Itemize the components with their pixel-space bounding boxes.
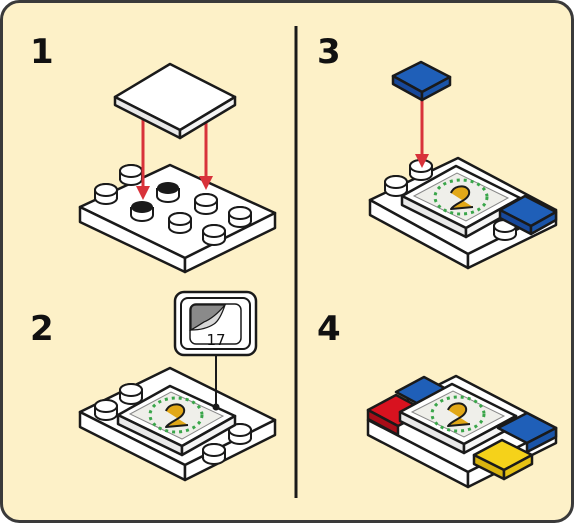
step-number-4: 4 (317, 309, 341, 349)
step-3-illustration (368, 60, 558, 270)
yellow-tile (472, 438, 534, 481)
step-1-illustration (78, 62, 277, 274)
step-2-illustration: 17 (78, 290, 277, 482)
blue-tile-1x1 (391, 60, 452, 102)
blue-tile-right (496, 411, 558, 454)
placement-arrow (415, 96, 429, 168)
step-4-illustration (366, 374, 558, 489)
sticker-peel-icon (188, 303, 242, 345)
blue-tile-1x2-placed (498, 194, 558, 236)
step-number-2: 2 (30, 309, 54, 349)
step-number-1: 1 (30, 32, 54, 72)
placement-arrows (136, 118, 213, 200)
white-plate-2x4 (78, 163, 277, 274)
step-number-3: 3 (317, 32, 341, 72)
printed-tile (398, 382, 518, 455)
white-tile-2x2 (113, 62, 237, 140)
sticker-callout: 17 (173, 290, 258, 357)
printed-tile (116, 384, 237, 457)
callout-label: 17 (206, 331, 225, 349)
